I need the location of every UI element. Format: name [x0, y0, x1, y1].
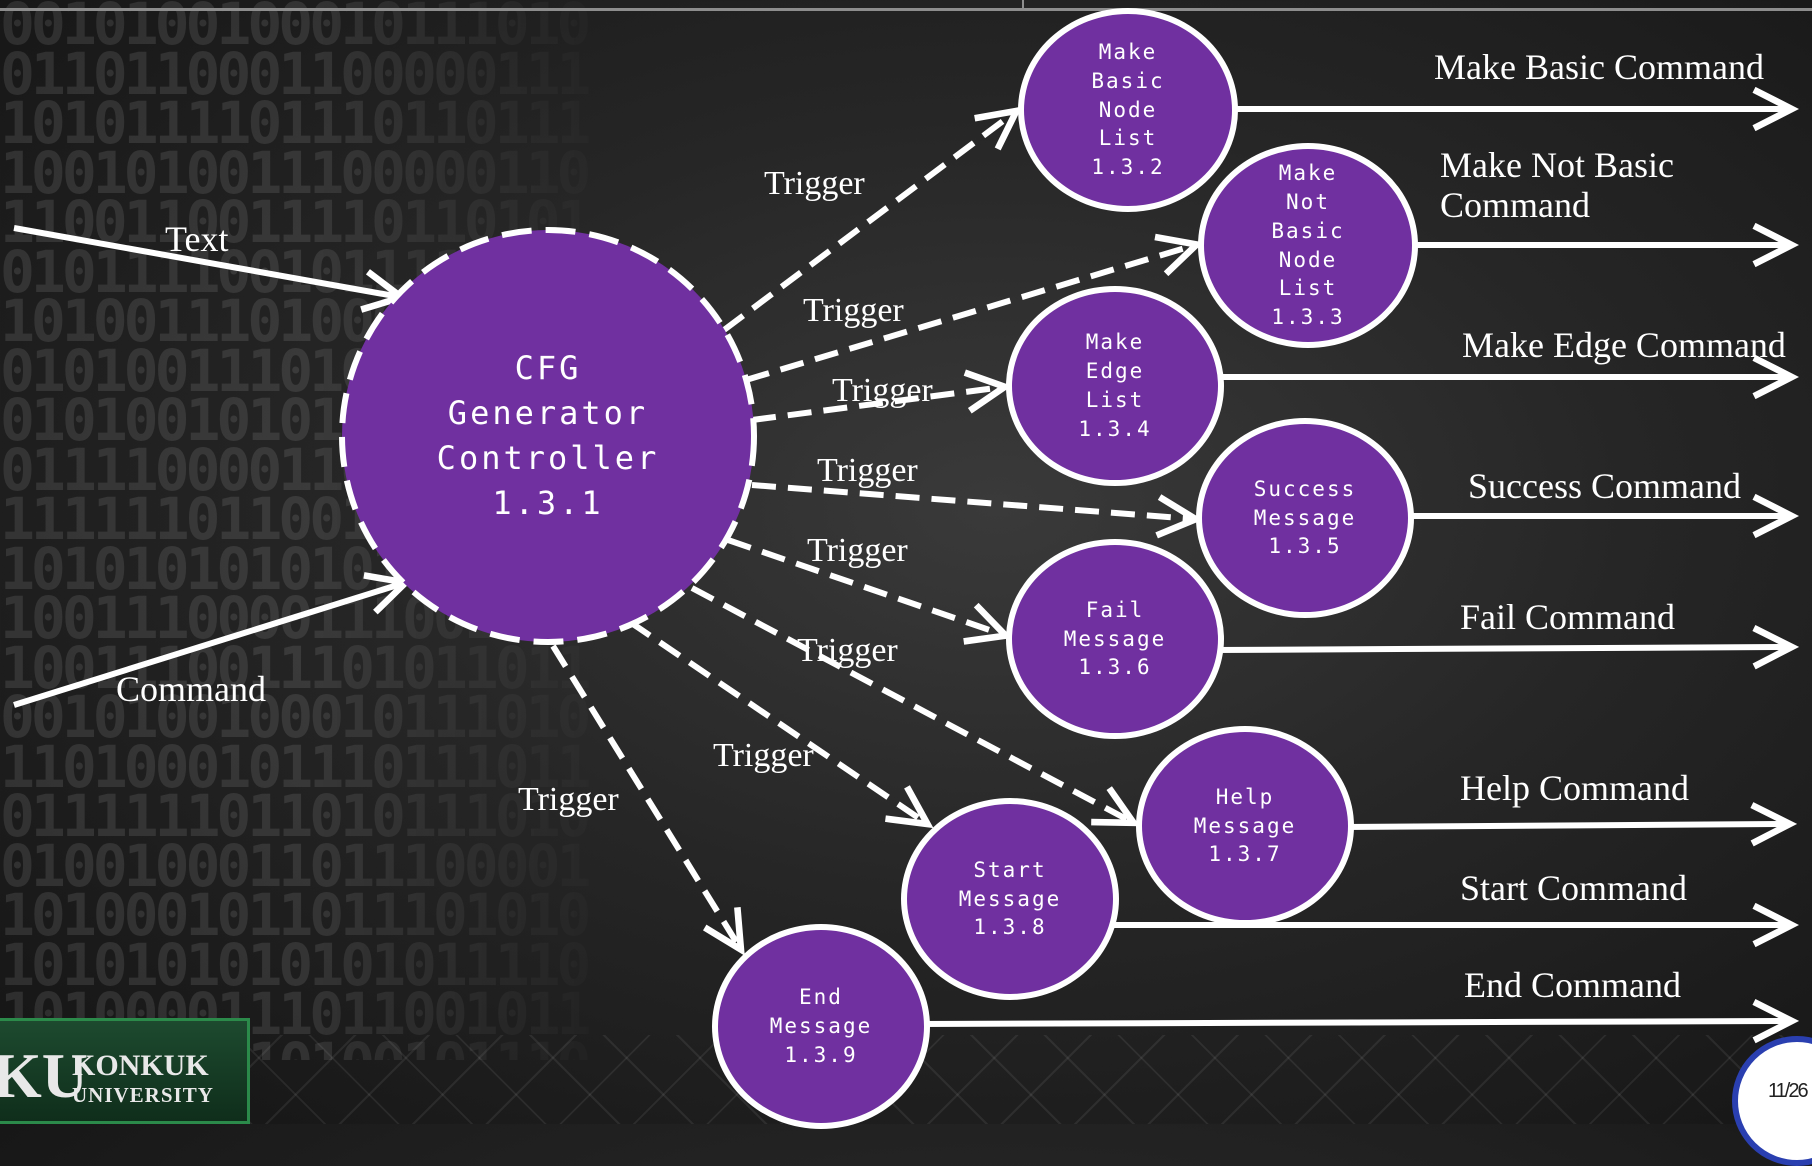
command-input-arrow	[13, 583, 404, 708]
logo-subtitle: UNIVERSITY	[72, 1083, 214, 1107]
process-node-1-3-6: Fail Message 1.3.6	[1006, 539, 1224, 739]
konkuk-university-logo: KU KONKUK UNIVERSITY	[0, 1018, 250, 1124]
trigger-label-7: Trigger	[713, 737, 814, 774]
trigger-label-3: Trigger	[832, 372, 933, 409]
process-node-1-3-2: Make Basic Node List 1.3.2	[1018, 8, 1238, 212]
trigger-label-6: Trigger	[797, 632, 898, 669]
process-node-1-3-5: Success Message 1.3.5	[1196, 418, 1414, 618]
trigger-arrow-3	[751, 387, 1003, 423]
trigger-arrow-6	[690, 585, 1132, 822]
trigger-arrow-8	[550, 644, 740, 948]
process-node-1-3-7: Help Message 1.3.7	[1136, 726, 1354, 926]
process-node-1-3-8: Start Message 1.3.8	[901, 798, 1119, 1000]
trigger-arrow-2	[745, 245, 1195, 383]
output-label-8: End Command	[1464, 965, 1681, 1005]
input-label-text: Text	[165, 219, 229, 259]
flow-diagram	[13, 0, 1812, 1124]
input-label-command: Command	[116, 669, 266, 709]
output-label-5: Fail Command	[1460, 597, 1675, 637]
logo-name: KONKUK	[72, 1049, 209, 1082]
trigger-arrow-5	[727, 537, 1004, 635]
output-label-2: Make Not Basic Command	[1440, 145, 1674, 225]
output-label-4: Success Command	[1468, 466, 1741, 506]
controller-process: CFG Generator Controller 1.3.1	[436, 349, 660, 522]
trigger-label-8: Trigger	[518, 781, 619, 818]
decorative-band	[250, 1035, 1812, 1124]
output-arrow-8	[919, 1021, 1790, 1024]
output-label-3: Make Edge Command	[1462, 325, 1786, 365]
controller-outline	[339, 227, 757, 645]
trigger-label-4: Trigger	[817, 452, 918, 489]
logo-mark: KU	[0, 1040, 88, 1111]
output-label-7: Start Command	[1460, 868, 1687, 908]
trigger-arrow-4	[751, 482, 1194, 519]
output-arrow-6	[1344, 824, 1788, 827]
trigger-label-2: Trigger	[803, 292, 904, 329]
output-label-6: Help Command	[1460, 768, 1689, 808]
trigger-label-1: Trigger	[764, 165, 865, 202]
top-rule-divider	[1022, 0, 1024, 10]
process-node-1-3-9: End Message 1.3.9	[712, 924, 930, 1129]
page-number: 11/26	[1768, 1080, 1809, 1102]
trigger-label-5: Trigger	[807, 532, 908, 569]
process-node-1-3-3: Make Not Basic Node List 1.3.3	[1198, 143, 1418, 348]
output-label-1: Make Basic Command	[1434, 47, 1764, 87]
process-node-1-3-4: Make Edge List 1.3.4	[1006, 286, 1224, 486]
text-input-arrow	[13, 225, 400, 297]
output-arrow-5	[1214, 647, 1790, 650]
trigger-arrow-1	[722, 112, 1015, 333]
top-rule	[0, 8, 1812, 11]
trigger-arrow-7	[628, 619, 926, 823]
